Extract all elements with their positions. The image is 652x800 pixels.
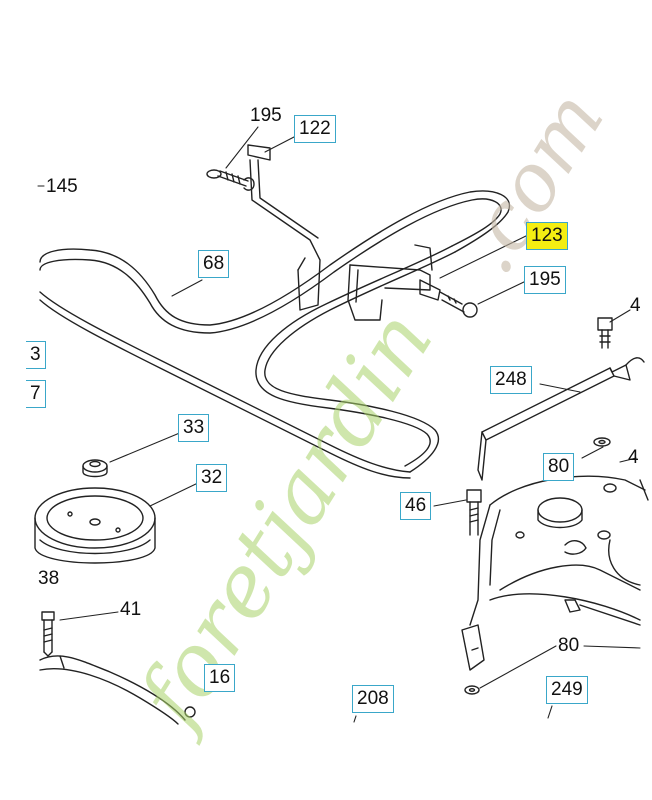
label-32: 32	[196, 464, 228, 492]
pulley-32	[34, 487, 156, 564]
label-122: 122	[294, 115, 336, 143]
bolt-46	[466, 489, 482, 536]
nut-33	[82, 459, 108, 478]
washer-80-upper	[593, 437, 611, 447]
belt-guide-122	[247, 144, 321, 311]
bolt-195-right	[439, 291, 478, 318]
label-123: 123	[526, 222, 568, 250]
label-80-upper: 80	[543, 453, 575, 481]
bolt-4-top	[597, 317, 613, 349]
label-46: 46	[400, 492, 432, 520]
label-68: 68	[198, 250, 230, 278]
label-16: 16	[204, 664, 236, 692]
label-208: 208	[352, 685, 394, 713]
bolt-41	[41, 611, 55, 657]
leader-lines	[37, 126, 641, 723]
v-belt-inner	[255, 245, 456, 473]
label-195-right: 195	[524, 266, 566, 294]
label-7: 7	[26, 380, 46, 408]
housing-arc	[39, 655, 186, 725]
label-4-top: 4	[630, 295, 641, 316]
label-38: 38	[38, 568, 60, 589]
label-80-lower: 80	[558, 635, 580, 656]
label-248: 248	[490, 366, 532, 394]
label-195-top: 195	[250, 105, 282, 126]
label-249: 249	[546, 676, 588, 704]
belt-guide-123	[347, 244, 441, 321]
label-3: 3	[26, 341, 46, 369]
bolt-195-top	[206, 169, 255, 191]
v-belt-68	[39, 190, 511, 479]
bolt-16	[184, 706, 196, 718]
washer-80-lower	[464, 685, 480, 695]
deck-249	[461, 475, 649, 671]
label-4-mid: 4	[628, 447, 639, 468]
label-145: 145	[46, 176, 78, 197]
label-33: 33	[178, 414, 210, 442]
label-41: 41	[120, 599, 142, 620]
